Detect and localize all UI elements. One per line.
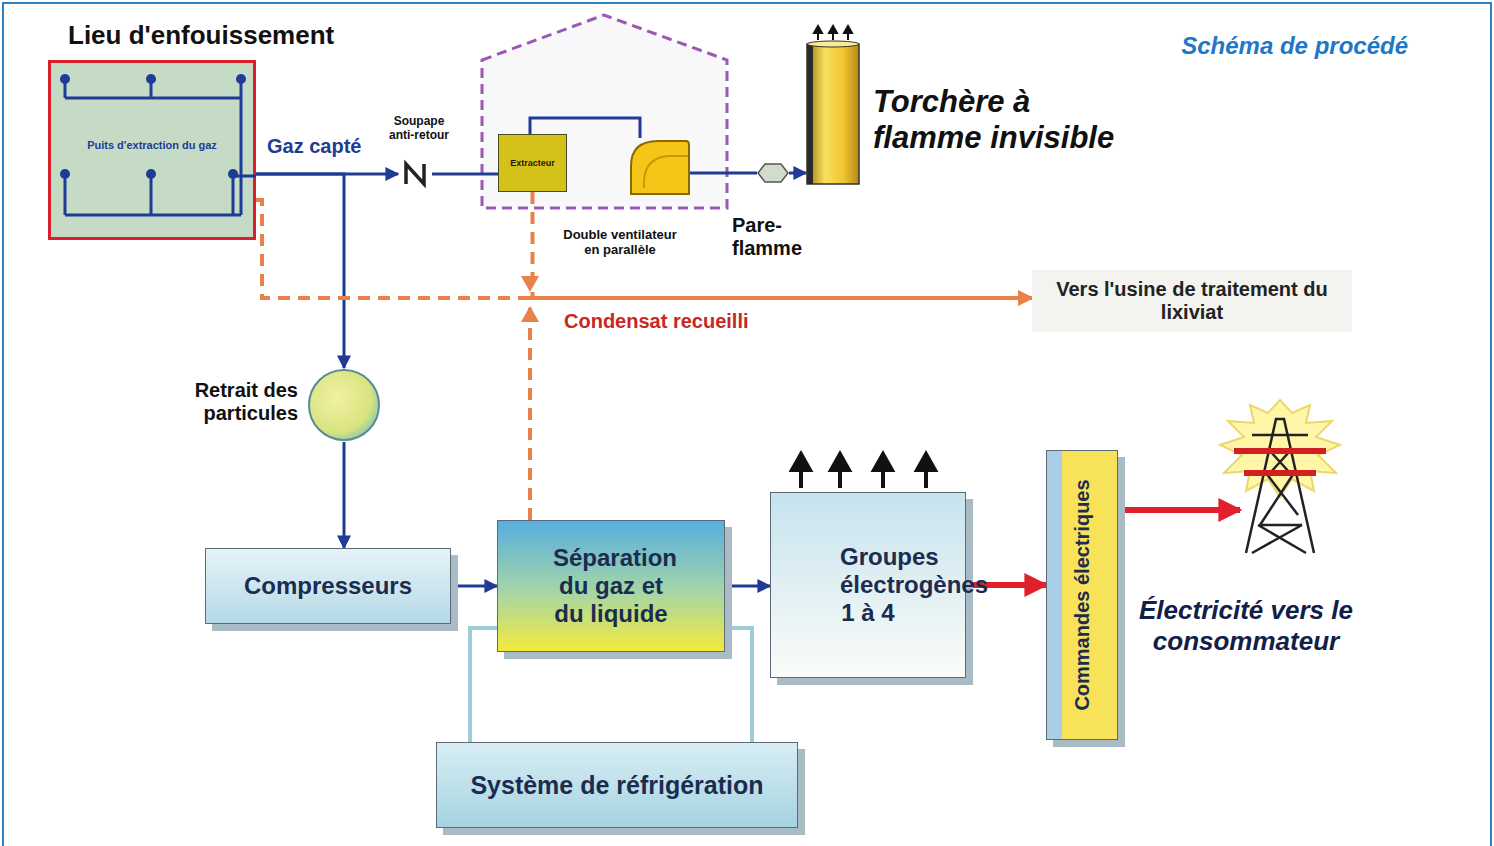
note-label: Condensat recueilli — [560, 309, 753, 334]
power-pylon — [1220, 400, 1340, 497]
extractor-box: Extracteur — [498, 134, 567, 192]
landfill-box — [60, 74, 246, 179]
landfill-box: Lieu d'enfouissementPuits d'extraction d… — [48, 60, 256, 240]
condensate-line — [256, 200, 1032, 298]
landfill-box — [236, 74, 246, 84]
gas-pipe — [690, 172, 757, 175]
wells-label: Puits d'extraction du gaz — [51, 139, 253, 151]
condensate-arrowheads — [521, 276, 539, 292]
particle-filter: Retrait des particules — [307, 368, 381, 442]
valve-label: Soupape anti-retour — [388, 114, 450, 142]
condensate-line — [530, 298, 1032, 520]
flame-arrester: Pare- flamme — [757, 163, 789, 183]
power-line — [966, 582, 1046, 588]
exhaust-arrows — [831, 454, 849, 470]
flare-stack: Torchère à flamme invisible — [806, 40, 860, 186]
particle-filter — [309, 370, 379, 440]
gas-pipe — [432, 173, 498, 176]
landfill-box — [60, 74, 70, 84]
process-label: Séparation du gaz et du liquide — [553, 544, 669, 628]
flare-stack — [807, 44, 859, 184]
exhaust-arrows — [814, 26, 852, 40]
flame-arrester — [758, 164, 788, 182]
fan-symbol: Double ventilateur en parallèle — [628, 138, 690, 196]
power-pylon — [1234, 448, 1326, 454]
flame-arrester — [757, 163, 789, 183]
exhaust-arrows — [792, 454, 810, 470]
landfill-box — [146, 74, 156, 84]
process-box: Système de réfrigération — [436, 742, 798, 828]
power-pylon — [1252, 451, 1306, 553]
fan-label: Double ventilateur en parallèle — [562, 227, 678, 257]
flare-stack — [807, 44, 813, 184]
check-valve: Soupape anti-retour — [398, 163, 432, 185]
power-pylon — [1234, 419, 1326, 553]
extractor-label: Extracteur — [510, 158, 555, 168]
pylon-label: Électricité vers le consommateur — [1138, 595, 1354, 657]
power-pylon — [1234, 435, 1326, 473]
fan-symbol — [628, 138, 690, 196]
fan-house-outline — [482, 15, 727, 208]
exhaust-arrows — [792, 454, 935, 488]
check-valve — [406, 164, 424, 184]
destination-label: Vers l'usine de traitement du lixiviat — [1050, 278, 1335, 324]
gas-pipe — [725, 628, 752, 742]
page-frame — [3, 3, 1491, 846]
landfill-box — [60, 169, 70, 179]
panel-label: Commandes électriques — [1071, 479, 1094, 710]
site-heading: Lieu d'enfouissement — [68, 20, 334, 51]
landfill-box — [228, 169, 238, 179]
exhaust-arrows — [844, 26, 852, 33]
flare-stack — [807, 41, 859, 47]
power-pylon — [1244, 470, 1316, 476]
power-line — [1118, 507, 1240, 513]
exhaust-arrows — [917, 454, 935, 470]
fan-symbol — [631, 141, 689, 194]
process-label: Compresseurs — [244, 572, 412, 600]
power-pylon — [1240, 415, 1320, 555]
process-box: Groupes électrogènes 1 à 4 — [770, 492, 966, 678]
check-valve — [398, 163, 432, 185]
fan-symbol — [644, 156, 688, 188]
gas-pipe — [725, 585, 770, 588]
process-label: Groupes électrogènes 1 à 4 — [840, 543, 896, 627]
landfill-box — [146, 169, 156, 179]
gas-pipe — [451, 585, 497, 588]
process-box: Séparation du gaz et du liquide — [497, 520, 725, 652]
flare-stack — [806, 40, 860, 186]
power-pylon: Électricité vers le consommateur — [1240, 415, 1320, 555]
gas-pipe — [343, 442, 346, 548]
gas-pipe — [470, 628, 497, 742]
arrester-label: Pare- flamme — [732, 214, 740, 260]
process-label: Système de réfrigération — [470, 771, 763, 800]
destination-box: Vers l'usine de traitement du lixiviat — [1032, 270, 1352, 332]
flare-label: Torchère à flamme invisible — [873, 84, 1117, 156]
power-pylon — [1246, 419, 1314, 553]
filter-label: Retrait des particules — [192, 379, 298, 425]
exhaust-arrows — [814, 26, 822, 33]
exhaust-arrows — [829, 26, 837, 33]
gas-pipe — [256, 174, 344, 368]
power-pylon — [1234, 448, 1326, 476]
exhaust-arrows — [874, 454, 892, 470]
gas-pipe — [789, 172, 806, 175]
control-panel: Commandes électriques — [1046, 450, 1118, 740]
condensate-line — [533, 192, 1033, 298]
edge-label: Gaz capté — [267, 135, 361, 158]
particle-filter — [307, 368, 381, 442]
process-box: Compresseurs — [205, 548, 451, 624]
diagram-title: Schéma de procédé — [1181, 32, 1408, 60]
